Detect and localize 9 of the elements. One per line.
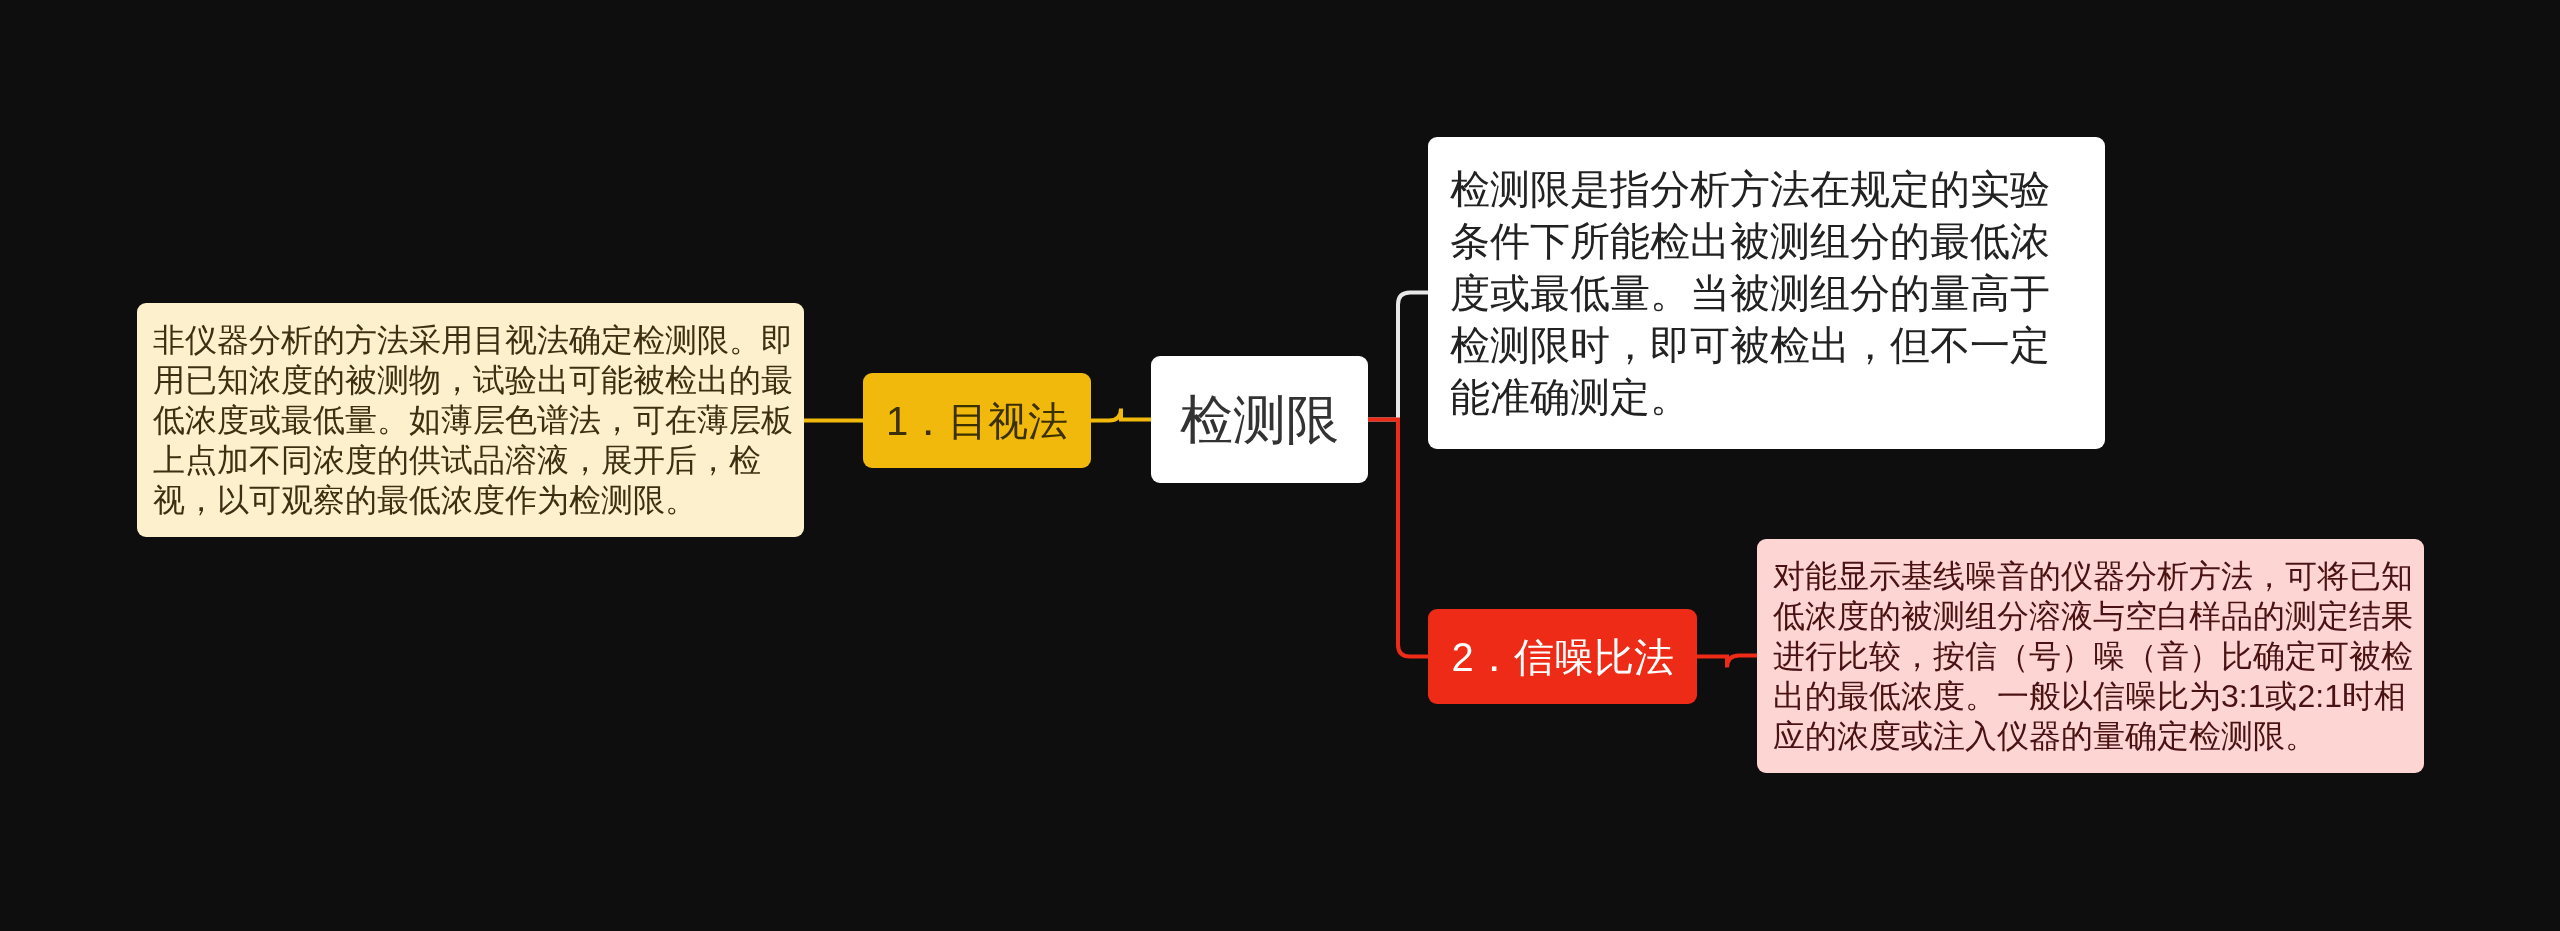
central-topic-box: 检测限 (1151, 356, 1368, 483)
connector-line (804, 418, 863, 423)
connector-line (1697, 653, 1757, 670)
text-box: 对能显示基线噪音的仪器分析方法，可将已知低浓度的被测组分溶液与空白样品的测定结果进行比较，按信（号）噪（音）比确定可被检出的最低浓度。一般以信噪比为3:1或2:1时相应的浓度或注入仪器的量确定检测限。 (1757, 538, 2424, 773)
branch-topic-box: 1．目视法 (863, 373, 1091, 468)
text-box: 检测限是指分析方法在规定的实验条件下所能检出被测组分的最低浓度或最低量。当被测组分的量高于检测限时，即可被检出，但不一定能准确测定。 (1428, 136, 2105, 449)
text-box: 非仪器分析的方法采用目视法确定检测限。即用已知浓度的被测物，试验出可能被检出的最低浓度或最低量。如薄层色谱法，可在薄层板上点加不同浓度的供试品溶液，展开后，检视，以可观察的最低浓度作为检测限。 (137, 303, 804, 537)
branch-topic-box: 2．信噪比法 (1428, 609, 1697, 704)
connector-line (1091, 406, 1151, 423)
